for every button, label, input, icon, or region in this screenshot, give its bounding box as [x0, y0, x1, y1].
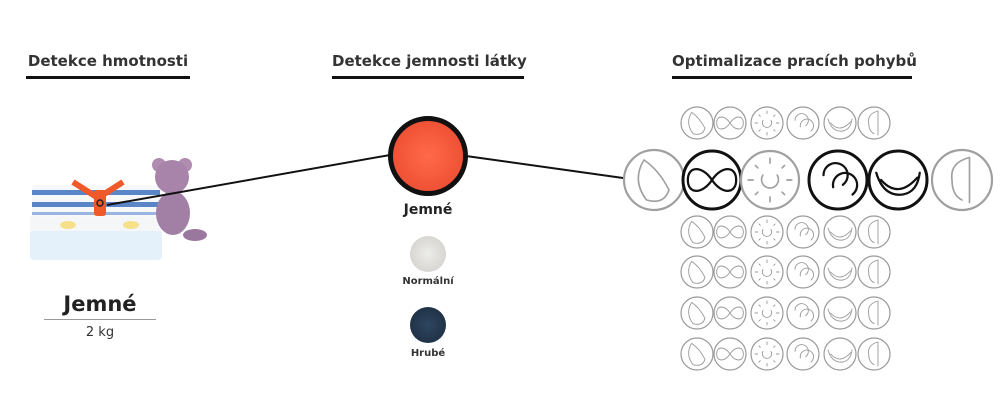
tumble-icon [857, 296, 891, 330]
swing-icon [867, 149, 929, 211]
weight-value: 2 kg [85, 325, 115, 340]
fabric-swatch-delicate [388, 116, 468, 196]
rolling-icon [680, 106, 714, 140]
fabric-swatch-rough [410, 307, 446, 343]
swing-icon [823, 106, 857, 140]
stepping-icon [786, 106, 820, 140]
scrubbing-icon [750, 106, 784, 140]
swing-icon [823, 337, 857, 371]
tumble-icon [857, 255, 891, 289]
swing-icon [823, 215, 857, 249]
fabric-detection-heading: Detekce jemnosti látky [332, 52, 527, 79]
swirl-infinity-icon [713, 337, 747, 371]
scrubbing-icon [739, 149, 801, 211]
tumble-icon [857, 215, 891, 249]
weight-level-label: Jemné [63, 292, 137, 316]
heading-text: Optimalizace pracích pohybů [672, 52, 917, 70]
swirl-infinity-icon [681, 149, 743, 211]
fabric-label-delicate: Jemné [403, 202, 453, 218]
stepping-icon [786, 255, 820, 289]
heading-underline [26, 76, 190, 79]
rolling-icon [680, 337, 714, 371]
heading-text: Detekce hmotnosti [27, 52, 189, 70]
heading-text: Detekce jemnosti látky [332, 52, 527, 70]
motion-optimization-heading: Optimalizace pracích pohybů [672, 52, 917, 79]
tumble-icon [930, 148, 994, 212]
stepping-icon [786, 337, 820, 371]
scrubbing-icon [750, 255, 784, 289]
connector-line [106, 154, 391, 206]
stepping-icon [786, 215, 820, 249]
fabric-label-normal: Normální [402, 276, 454, 287]
heading-underline [332, 76, 524, 79]
swirl-infinity-icon [713, 255, 747, 289]
rolling-icon [680, 296, 714, 330]
laundry-pile-image [30, 179, 162, 260]
scrubbing-icon [750, 337, 784, 371]
fabric-label-rough: Hrubé [410, 348, 446, 359]
divider [44, 319, 156, 320]
swing-icon [823, 296, 857, 330]
stepping-icon [786, 296, 820, 330]
scrubbing-icon [750, 296, 784, 330]
fabric-swatch-normal [410, 236, 446, 272]
stepping-icon [807, 149, 869, 211]
teddy-bear-image [152, 158, 207, 241]
rolling-icon [680, 215, 714, 249]
rolling-icon [680, 255, 714, 289]
scrubbing-icon [750, 215, 784, 249]
swirl-infinity-icon [713, 215, 747, 249]
tumble-icon [857, 106, 891, 140]
rolling-icon [622, 148, 686, 212]
connector-line [465, 155, 624, 179]
weight-detection-heading: Detekce hmotnosti [26, 52, 190, 79]
heading-underline [672, 76, 912, 79]
swirl-infinity-icon [713, 296, 747, 330]
swing-icon [823, 255, 857, 289]
tumble-icon [857, 337, 891, 371]
swirl-infinity-icon [713, 106, 747, 140]
